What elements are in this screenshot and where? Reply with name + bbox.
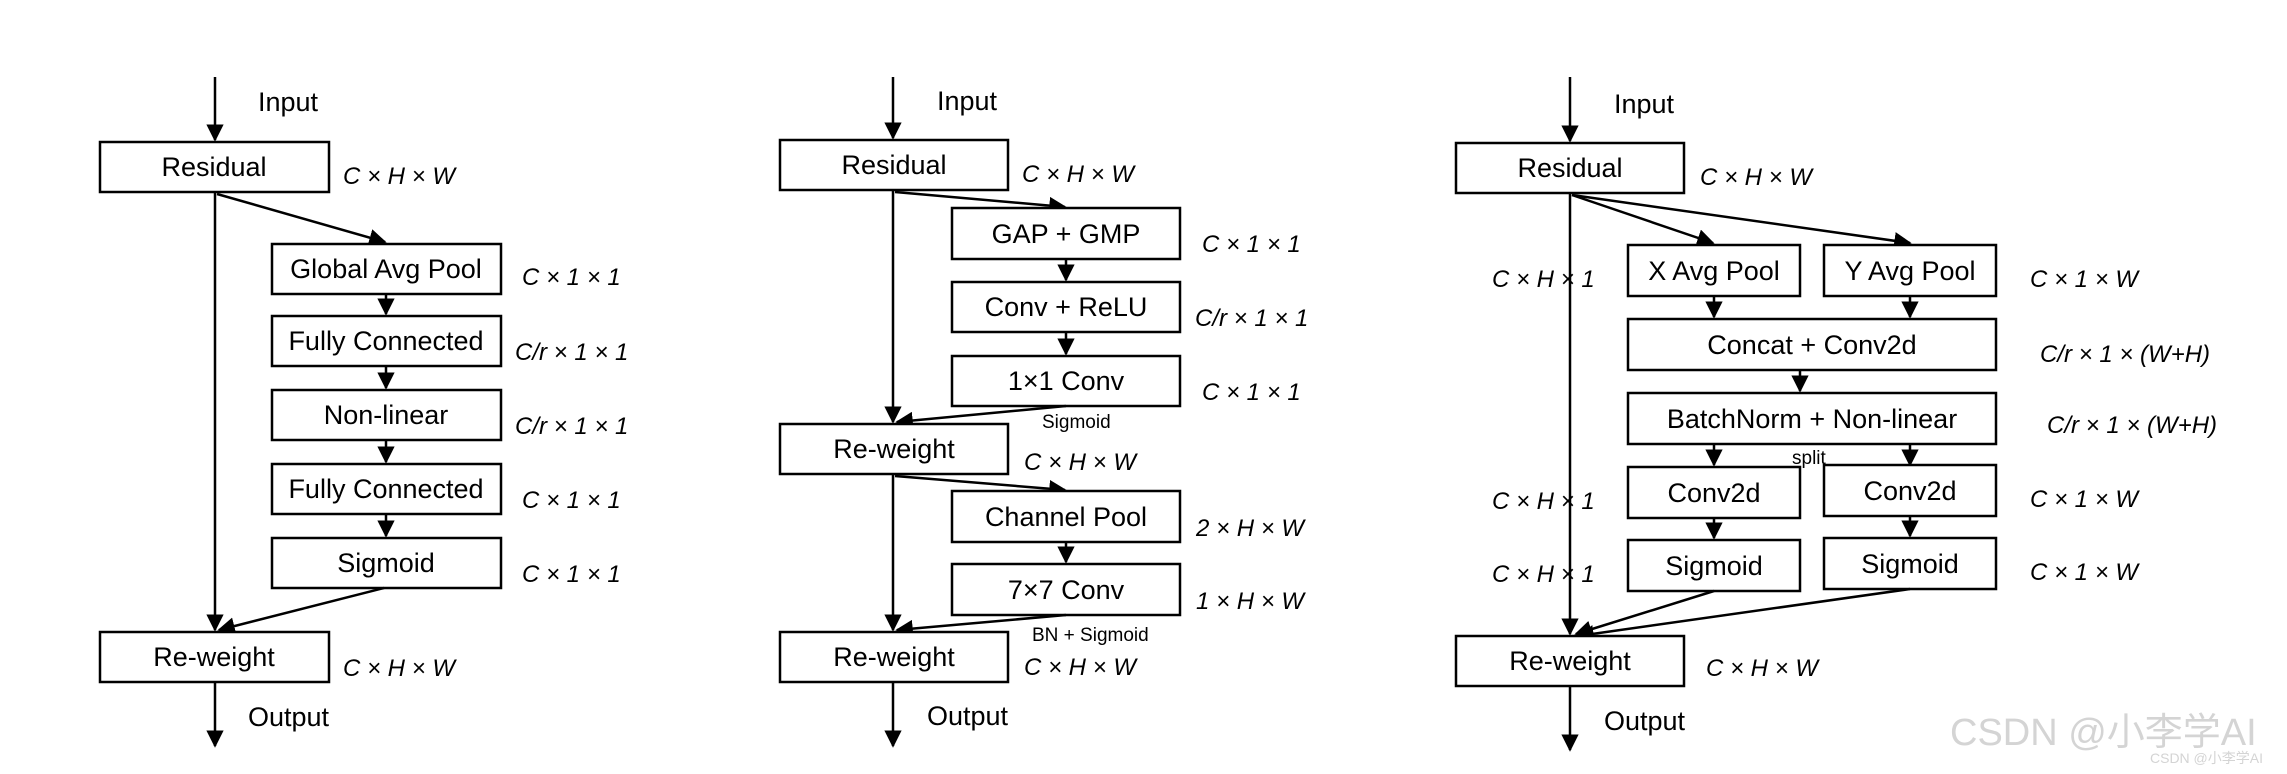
global-avg-pool-label: Global Avg Pool [290,254,482,284]
input-label: Input [258,87,319,117]
residual-box [1454,141,1686,195]
sig-right-dim: C × 1 × W [2030,559,2140,586]
sigmoid-note: Sigmoid [1042,412,1111,433]
xpool-dim: C × H × 1 [1492,266,1595,293]
reweight-box [1454,634,1686,688]
sigmoid-label: Sigmoid [337,548,435,578]
reweight-box-1 [778,422,1010,476]
conv-relu-label: Conv + ReLU [985,292,1148,322]
reweight-dim: C × H × W [1706,655,1820,682]
fc1-dim: C/r × 1 × 1 [515,339,628,366]
fully-connected-box-2 [270,462,503,516]
conv-right-dim: C × 1 × W [2030,486,2140,513]
input-label: Input [1614,89,1675,119]
sigmoid-box [270,536,503,590]
conv7x7-box [950,562,1182,617]
global-avg-pool-box [270,242,503,296]
input-label: Input [937,86,998,116]
conv1x1-box [950,354,1182,408]
reweight-label-2: Re-weight [833,642,955,672]
cbam-panel: Input Residual C × H × W GAP + GMP C × 1… [778,77,1308,748]
bn-sigmoid-note: BN + Sigmoid [1032,625,1149,646]
conv2d-left-label: Conv2d [1667,478,1760,508]
ypool-dim: C × 1 × W [2030,266,2140,293]
se-panel: Input Residual C × H × W Global Avg Pool… [98,77,628,748]
residual-dim: C × H × W [1700,164,1814,191]
batchnorm-box [1626,391,1998,446]
residual-label: Residual [161,152,266,182]
residual-dim: C × H × W [343,163,457,190]
residual-label: Residual [1517,153,1622,183]
sigmoid-right-label: Sigmoid [1861,549,1959,579]
gap-gmp-box [950,206,1182,261]
conv2d-right-label: Conv2d [1863,476,1956,506]
nl-dim: C/r × 1 × 1 [515,413,628,440]
concat-conv2d-label: Concat + Conv2d [1707,330,1916,360]
gap-gmp-label: GAP + GMP [992,219,1141,249]
x-avg-pool-label: X Avg Pool [1648,256,1780,286]
conv-left-dim: C × H × 1 [1492,488,1595,515]
output-label: Output [927,701,1009,731]
reweight-label: Re-weight [1509,646,1631,676]
output-label: Output [248,702,330,732]
batchnorm-label: BatchNorm + Non-linear [1667,404,1957,434]
gapgmp-dim: C × 1 × 1 [1202,231,1301,258]
conv7x7-label: 7×7 Conv [1008,575,1125,605]
fully-connected-box-1 [270,314,503,368]
reweight-label: Re-weight [153,642,275,672]
concat-conv2d-box [1626,317,1998,372]
cp-dim: 2 × H × W [1195,515,1306,542]
bn-dim: C/r × 1 × (W+H) [2047,412,2217,439]
conv1x1-label: 1×1 Conv [1008,366,1125,396]
reweight-dim: C × H × W [343,655,457,682]
conv2d-right-box [1822,463,1998,518]
reweight-label-1: Re-weight [833,434,955,464]
sig-left-dim: C × H × 1 [1492,561,1595,588]
sigmoid-left-box [1626,538,1802,593]
convrelu-dim: C/r × 1 × 1 [1195,305,1308,332]
residual-box [778,138,1010,192]
conv2d-left-box [1626,465,1802,520]
fc2-dim: C × 1 × 1 [522,487,621,514]
residual-label: Residual [841,150,946,180]
sig-dim: C × 1 × 1 [522,561,621,588]
watermark-small: CSDN @小李学AI [2150,750,2263,766]
split-note: split [1792,448,1827,469]
output-label: Output [1604,706,1686,736]
conv7-dim: 1 × H × W [1196,588,1306,615]
watermark-large: CSDN @小李学AI [1950,712,2257,754]
gap-dim: C × 1 × 1 [522,264,621,291]
conv-relu-box [950,280,1182,334]
non-linear-label: Non-linear [324,400,449,430]
channel-pool-label: Channel Pool [985,502,1147,532]
fully-connected-label-2: Fully Connected [288,474,483,504]
reweight-box-2 [778,630,1010,684]
reweight-box [98,630,331,684]
concat-dim: C/r × 1 × (W+H) [2040,341,2210,368]
sigmoid-left-label: Sigmoid [1665,551,1763,581]
rw1-dim: C × H × W [1024,449,1138,476]
residual-dim: C × H × W [1022,161,1136,188]
ca-panel: Input Residual C × H × W X Avg Pool C × … [1454,77,2217,752]
conv1-dim: C × 1 × 1 [1202,379,1301,406]
y-avg-pool-label: Y Avg Pool [1844,256,1975,286]
rw2-dim: C × H × W [1024,654,1138,681]
fully-connected-label-1: Fully Connected [288,326,483,356]
